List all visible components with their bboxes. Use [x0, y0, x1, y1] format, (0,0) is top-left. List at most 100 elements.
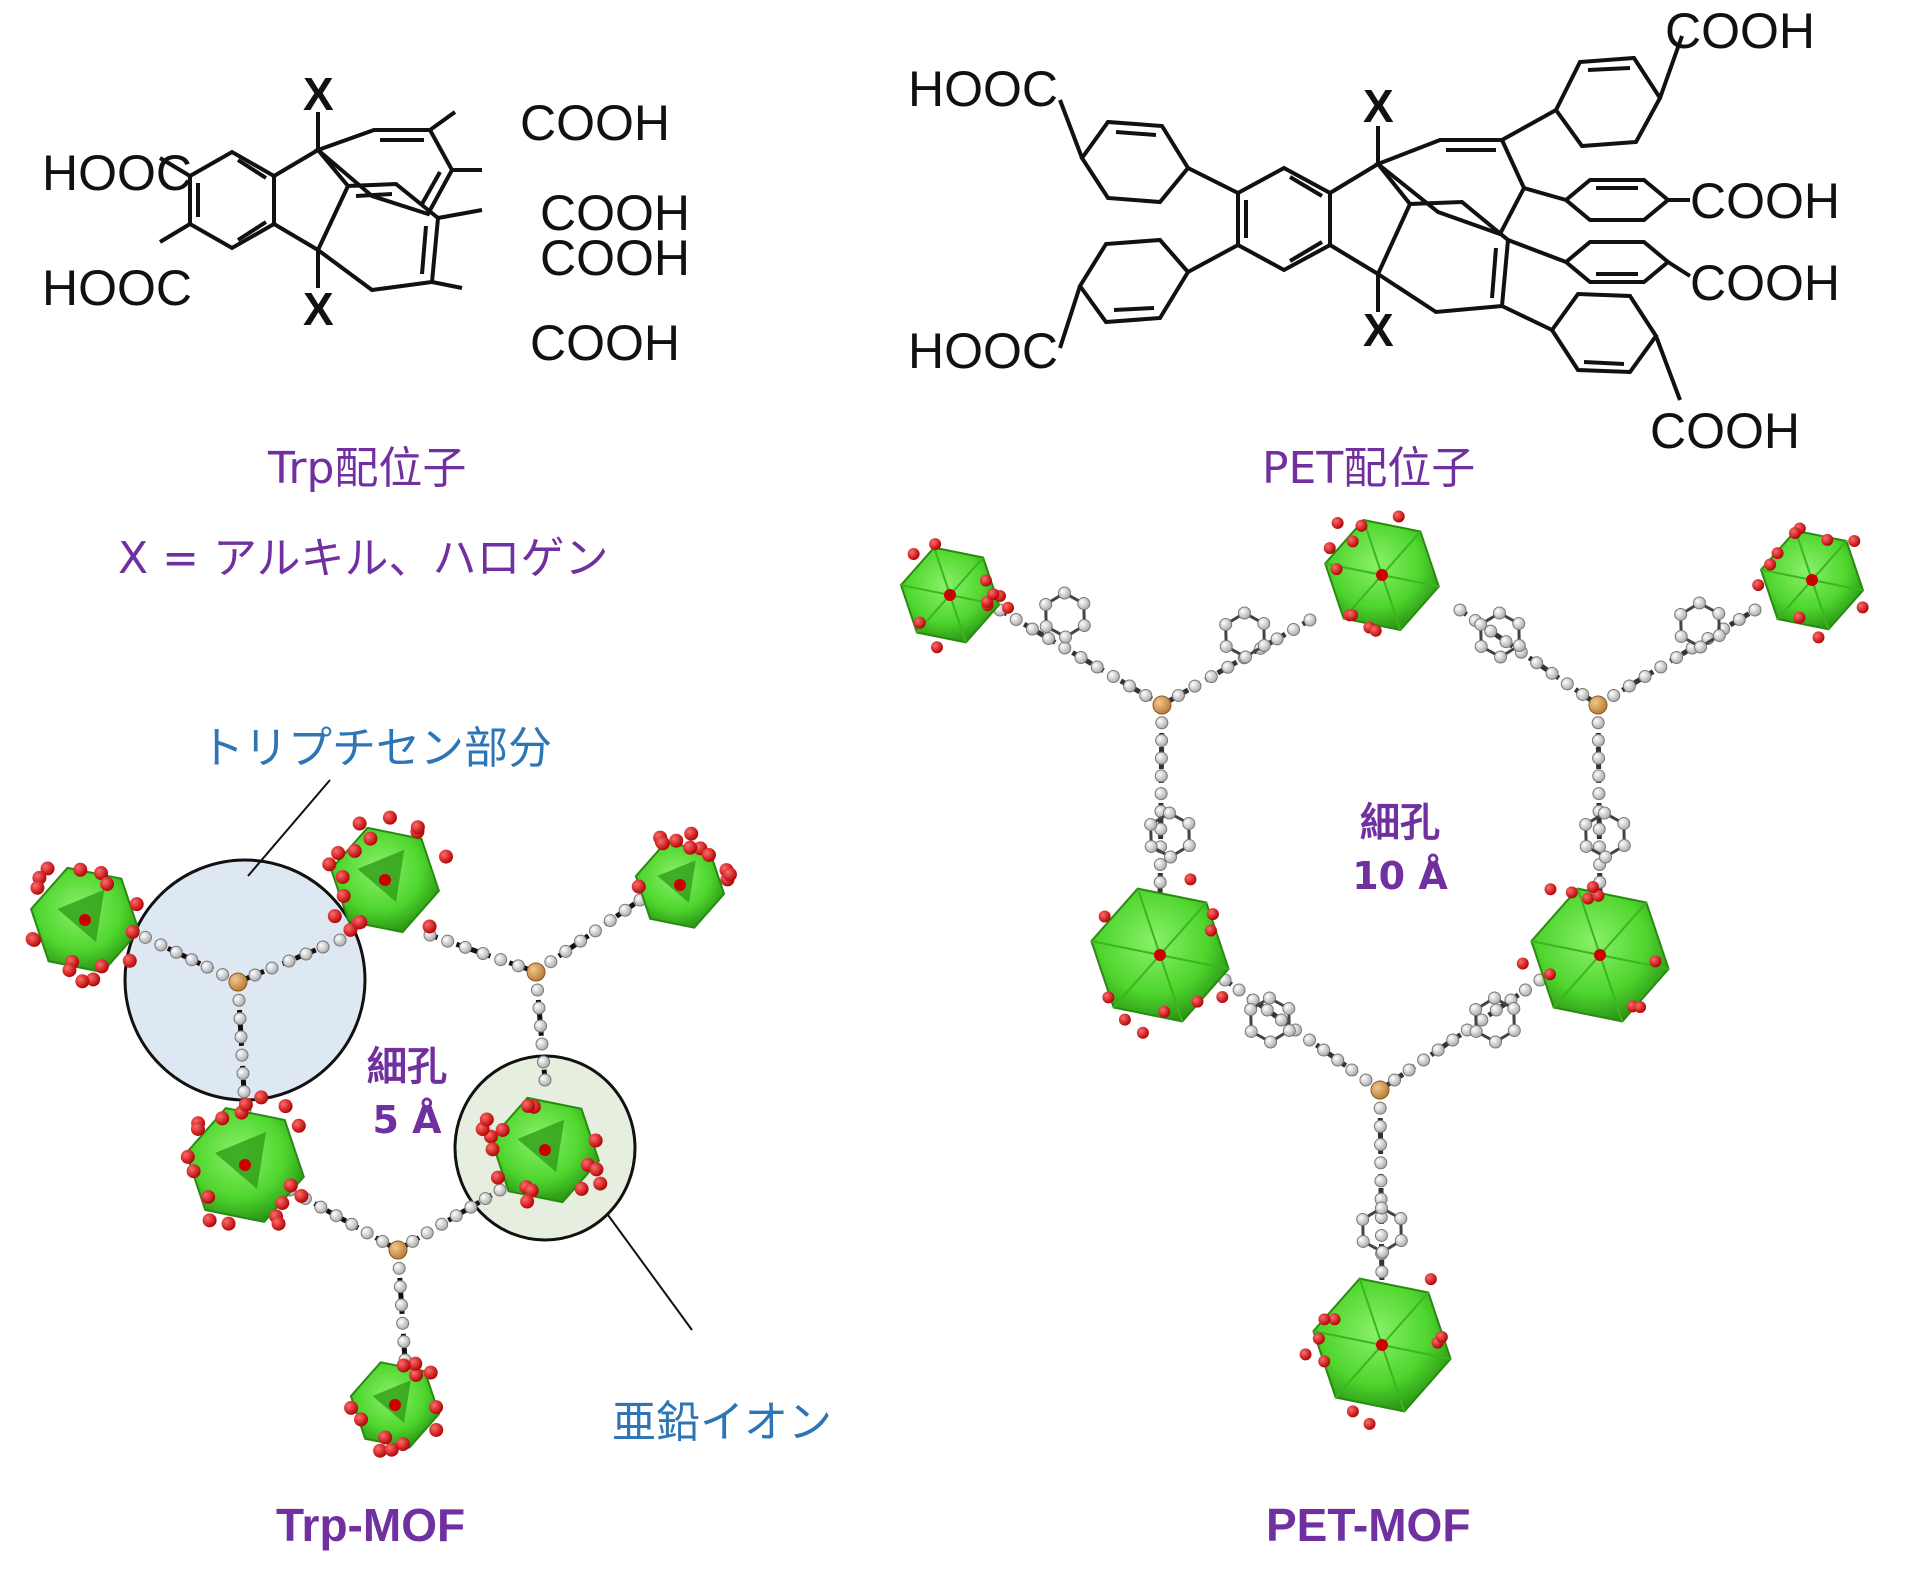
carbon-atom [1591, 733, 1605, 747]
carbon-atom [234, 1030, 248, 1044]
oxygen-atom [1346, 535, 1359, 548]
carbon-atom [1244, 1024, 1258, 1038]
trp-pore-label: 細孔 [367, 1044, 447, 1090]
carbon-atom [265, 961, 279, 975]
carbon-atom [1077, 597, 1091, 611]
oxygen-atom [73, 862, 88, 877]
oxygen-atom [86, 972, 101, 987]
carbon-atom [1489, 1003, 1503, 1017]
polyhedron-edge [1091, 940, 1161, 956]
zinc-center [1154, 949, 1166, 961]
oxygen-atom [122, 953, 137, 968]
carbon-atom [1670, 651, 1683, 664]
oxygen-atom [485, 1142, 500, 1157]
zinc-center [944, 589, 956, 601]
carbon-atom [1154, 751, 1168, 765]
triptycene-leader-line [247, 779, 331, 877]
pet-mof-title: PET-MOF [1266, 1499, 1471, 1551]
carbon-atom [1694, 640, 1708, 654]
oxygen-atom [94, 959, 109, 974]
oxygen-atom [1516, 957, 1529, 970]
triptycene-callout: トリプチセン部分 [200, 723, 552, 774]
zinc-cluster [1516, 881, 1670, 1023]
carbon-atom [1475, 1013, 1489, 1027]
oxygen-atom [589, 1162, 604, 1177]
oxygen-atom [1323, 542, 1336, 555]
carbon-atom [1182, 839, 1196, 853]
trp-ligand-caption: Trp配位子 [268, 443, 467, 494]
oxygen-atom [1424, 1273, 1437, 1286]
oxygen-atom [1369, 624, 1382, 637]
carbon-atom [538, 1073, 552, 1087]
polyhedron-edge [1381, 1344, 1451, 1360]
carbon-atom [299, 947, 313, 961]
oxygen-atom [1346, 1405, 1359, 1418]
polyhedron-edge [1313, 1330, 1383, 1346]
x-definition: X = アルキル、ハロゲン [118, 533, 609, 584]
carbon-atom [1579, 839, 1593, 853]
carbon-atom [1499, 635, 1513, 649]
carbon-atom [1545, 666, 1559, 680]
carbon-atom [1106, 670, 1120, 683]
pet-group-6: COOH [1650, 403, 1800, 459]
carbon-atom [154, 938, 168, 952]
carbon-atom [1376, 1245, 1390, 1259]
carbon-atom [534, 1019, 547, 1033]
carbon-atom [1512, 617, 1526, 631]
oxygen-atom [1856, 601, 1869, 614]
carbon-atom [603, 914, 617, 928]
oxygen-atom [353, 915, 368, 930]
zinc-center [1594, 949, 1606, 961]
carbon-atom [233, 1012, 247, 1026]
trp-mof-title: Trp-MOF [276, 1499, 466, 1551]
oxygen-atom [1586, 881, 1599, 894]
carbon-atom [1182, 817, 1196, 831]
oxygen-atom [129, 897, 144, 912]
polyhedron-edge [1159, 954, 1184, 1022]
carbon-atom [494, 953, 508, 967]
carbon-atom [392, 1261, 406, 1275]
phenyl-ring [1224, 611, 1266, 659]
carbon-atom [1153, 875, 1167, 889]
oxygen-atom [524, 1183, 539, 1198]
carbon-atom [544, 955, 558, 969]
carbon-atom [1579, 817, 1593, 831]
oxygen-atom [202, 1213, 217, 1228]
oxygen-atom [1363, 1417, 1376, 1430]
carbon-atom [1317, 1043, 1331, 1057]
carbon-atom [1388, 1073, 1402, 1087]
oxygen-atom [1206, 908, 1219, 921]
oxygen-atom [701, 847, 716, 862]
oxygen-atom [593, 1176, 608, 1191]
oxygen-atom [520, 1194, 535, 1209]
carbon-atom [1042, 632, 1056, 645]
oxygen-atom [331, 845, 346, 860]
carbon-atom [1219, 617, 1233, 631]
carbon-atom [449, 1209, 463, 1223]
oxygen-atom [215, 1111, 230, 1126]
polyhedron-edge [1381, 1344, 1406, 1412]
carbon-atom [1494, 650, 1508, 664]
carbon-atom [1484, 624, 1498, 638]
carbon-atom [236, 1066, 250, 1080]
oxygen-atom [186, 1164, 201, 1179]
oxygen-atom [979, 574, 992, 587]
polyhedron-edge [1159, 954, 1229, 970]
trp-group-6: COOH [530, 315, 680, 371]
polyhedron-edge [1794, 530, 1813, 581]
oxygen-atom [423, 1365, 438, 1380]
oxygen-atom [1752, 579, 1765, 592]
carbon-atom [232, 993, 246, 1007]
carbon-atom [1674, 629, 1688, 643]
oxygen-atom [1821, 533, 1834, 546]
oxygen-atom [1392, 510, 1405, 523]
carbon-atom [1345, 1063, 1359, 1077]
carbon-atom [1576, 687, 1590, 701]
carbon-atom [1474, 639, 1488, 653]
oxygen-atom [1318, 1355, 1331, 1368]
carbon-atom [1221, 660, 1235, 674]
polyhedron-edge [1760, 568, 1813, 581]
carbon-atom [1446, 1033, 1460, 1047]
zinc-center [79, 914, 91, 926]
oxygen-atom [1848, 535, 1861, 548]
